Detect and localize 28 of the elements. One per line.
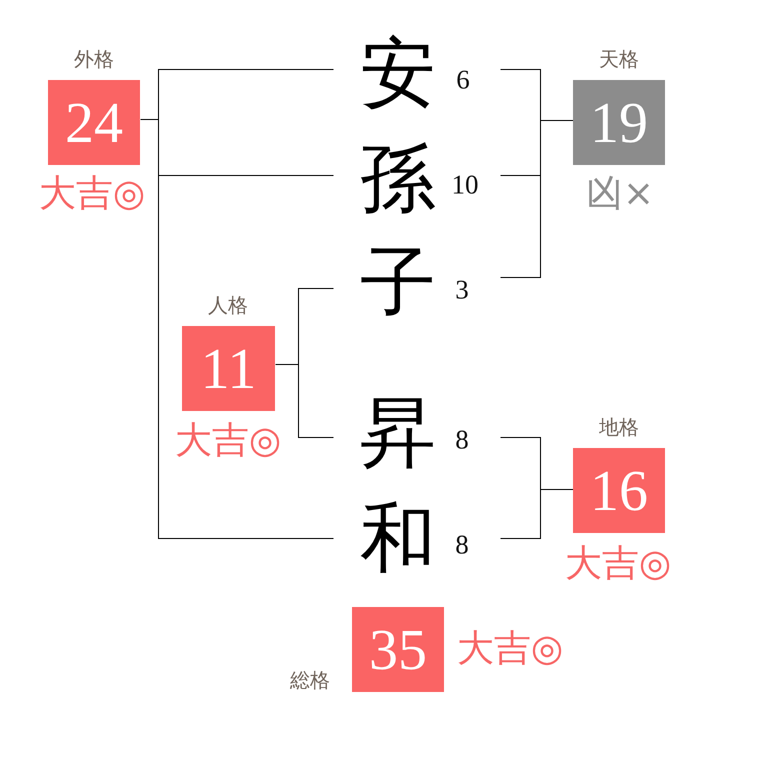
bracket-line — [500, 489, 574, 539]
stroke-count: 8 — [455, 426, 469, 454]
score-number: 11 — [200, 340, 256, 398]
score-number: 24 — [65, 94, 123, 152]
name-kanji: 昇 — [360, 396, 436, 472]
name-kanji: 和 — [360, 501, 436, 577]
score-heading: 総格 — [290, 670, 330, 690]
name-kanji: 安 — [360, 36, 436, 112]
bracket-line — [500, 120, 574, 278]
fortune-text: 大吉◎ — [564, 544, 672, 582]
score-number: 19 — [590, 94, 648, 152]
score-heading: 人格 — [208, 295, 248, 315]
bracket-line — [275, 364, 334, 438]
fortune-text: 凶× — [586, 174, 654, 212]
fortune-text: 大吉◎ — [456, 630, 564, 666]
score-number: 35 — [369, 620, 427, 678]
stroke-count: 3 — [455, 276, 469, 304]
score-heading: 地格 — [599, 417, 639, 437]
score-number: 16 — [590, 462, 648, 520]
name-kanji: 孫 — [360, 141, 436, 217]
stroke-count: 8 — [455, 532, 469, 558]
stroke-count: 10 — [452, 172, 478, 198]
fortune-text: 大吉◎ — [174, 422, 282, 458]
name-kanji: 子 — [360, 245, 436, 321]
fortune-text: 大吉◎ — [38, 174, 146, 212]
score-heading: 外格 — [74, 49, 114, 69]
stroke-count: 6 — [456, 66, 470, 94]
score-heading: 天格 — [599, 49, 639, 69]
